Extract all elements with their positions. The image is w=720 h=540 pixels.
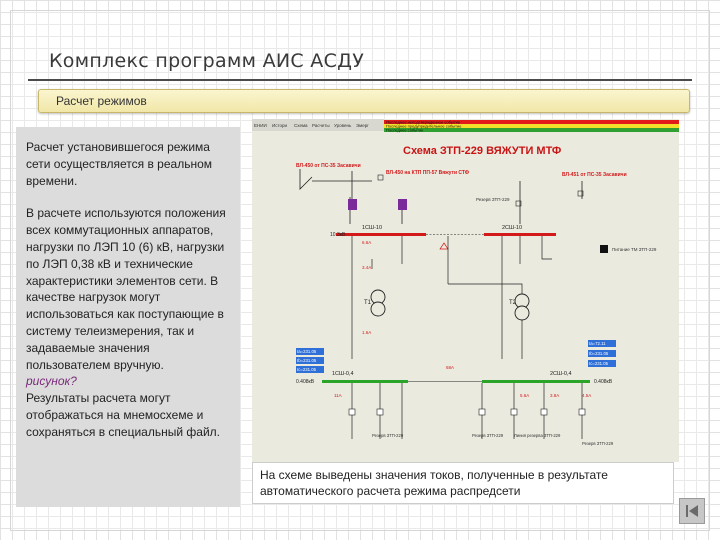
slide-subtitle: Расчет режимов: [56, 94, 147, 108]
slide-title: Комплекс программ АИС АСДУ: [49, 50, 365, 72]
current-label: 1.6А: [362, 330, 371, 335]
bus-1-04: [322, 380, 408, 383]
switch-closed-marker: [398, 199, 407, 210]
bus-2-04-label: 2СШ-0,4: [550, 371, 572, 377]
voltage-04-left: 0.408кВ: [296, 379, 315, 385]
legend-label: Последнее предупредительное событие: [386, 124, 462, 129]
voltage-04-right: 0.408кВ: [594, 379, 613, 385]
legend-label: Последнее неподтвержденное событие: [386, 120, 461, 125]
current-label: 3.8А: [550, 393, 559, 398]
title-underline: [28, 79, 692, 81]
tm-power-marker: [600, 245, 608, 253]
t2-label: Т2: [509, 300, 517, 306]
scheme-menu-item[interactable]: Истори: [272, 123, 288, 128]
scheme-caption: На схеме выведены значения токов, получе…: [252, 462, 674, 504]
tm-power-label: Питание ТМ ЗТП-229: [612, 247, 657, 252]
paragraph-inputs: В расчете используются положения всех ко…: [26, 206, 226, 372]
measurement-value: Ia=72.11: [589, 341, 606, 346]
legend-last-stripe: [384, 128, 679, 132]
feeder-right-label: ВЛ-451 от ПС-35 Засавичи: [562, 172, 627, 178]
current-label: 5.6А: [520, 393, 529, 398]
legend-warning-stripe: [384, 124, 679, 128]
switch-closed-marker: [348, 199, 357, 210]
bus-2-10: [484, 233, 556, 236]
warning-triangle-icon: [439, 242, 449, 250]
reserve-top-label: Резерв ЗТП-229: [476, 197, 510, 202]
scheme-menu-item[interactable]: ЕНИИ: [254, 123, 267, 128]
measurement-value: Ic=231.05: [589, 361, 609, 366]
current-label: 11А: [334, 393, 342, 398]
back-button[interactable]: [679, 498, 705, 524]
bus-2-10-label: 2СШ-10: [502, 225, 522, 231]
measurement-value: Ib=231.05: [297, 358, 317, 363]
outgoing-line-label: Резерв ЗТП-229: [472, 433, 504, 438]
measurement-value: Ic=231.05: [297, 367, 317, 372]
feeder-mid-label: ВЛ-450 на КТП ПП-57 Вяжути СТФ: [386, 170, 470, 176]
scheme-menu-item[interactable]: Эмерг: [356, 123, 369, 128]
disconnector: [377, 174, 384, 181]
outgoing-line-label: Линия резерва ЗТП-229: [514, 433, 561, 438]
scheme-menu-item[interactable]: Схема: [294, 123, 308, 128]
voltage-10-left: 10.3кВ: [330, 232, 346, 238]
caption-text: На схеме выведены значения токов, получе…: [260, 468, 608, 498]
left-text-panel: Расчет установившегося режима сети осуще…: [16, 127, 240, 507]
figure-link[interactable]: рисунок?: [26, 374, 77, 389]
measurement-value: Ia=231.05: [297, 349, 317, 354]
legend-label: Последнее событие: [386, 128, 424, 133]
disconnector: [515, 200, 522, 207]
scheme-menu-bar: [252, 119, 384, 131]
measurement-value: Ib=231.05: [589, 351, 609, 356]
feeder-left-label: ВЛ-450 от ПС-35 Засавичи: [296, 163, 361, 169]
outgoing-line-label: Резерв ЗТП-229: [582, 441, 614, 446]
paragraph-results: Результаты расчета могут отображаться на…: [26, 391, 220, 439]
bus-1-10: [336, 233, 426, 236]
left-text-body: Расчет установившегося режима сети осуще…: [26, 139, 236, 441]
scheme-menu-item[interactable]: Уровень: [334, 123, 352, 128]
current-label: 4.5А: [582, 393, 591, 398]
t1-label: Т1: [364, 300, 372, 306]
current-label: 6.6А: [362, 240, 371, 245]
paragraph-realtime: Расчет установившегося режима сети осуще…: [26, 140, 212, 188]
subtitle-bar: Расчет режимов: [38, 89, 690, 113]
bus-1-10-label: 1СШ-10: [362, 225, 382, 231]
scheme-screenshot: ЕНИИ Истори Схема Расчеты Уровень Эмерг …: [252, 119, 679, 462]
current-label: 3.4А: [362, 265, 371, 270]
bus-2-04: [482, 380, 590, 383]
bus-1-04-label: 1СШ-0,4: [332, 371, 354, 377]
scheme-menu-item[interactable]: Расчеты: [312, 123, 330, 128]
legend-unconfirmed-stripe: [384, 120, 679, 124]
current-label: 68А: [446, 365, 454, 370]
disconnector: [577, 190, 584, 197]
outgoing-line-label: Резерв ЗТП-229: [372, 433, 404, 438]
back-arrow-icon: [686, 505, 698, 517]
scheme-title: Схема ЗТП-229 ВЯЖУТИ МТФ: [403, 145, 561, 157]
